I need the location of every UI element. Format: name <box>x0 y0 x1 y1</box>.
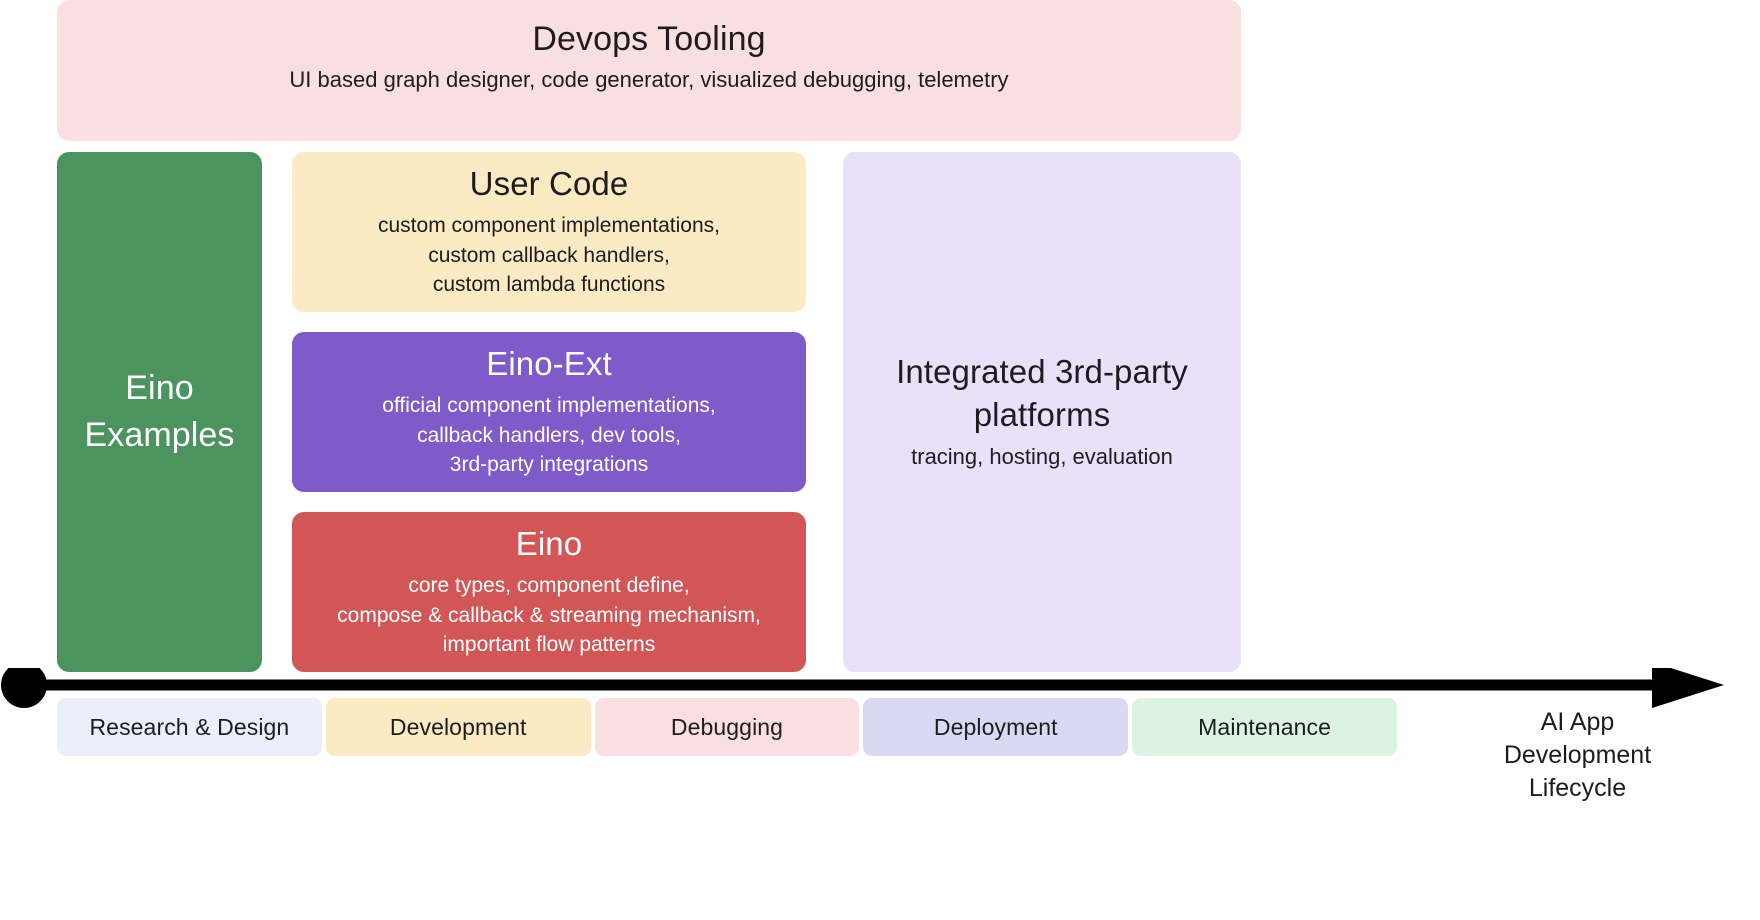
eino-ext-subtitle: official component implementations, call… <box>382 393 716 477</box>
integrated-platforms-subtitle: tracing, hosting, evaluation <box>911 444 1173 470</box>
integrated-platforms-title: Integrated 3rd-party platforms <box>896 353 1188 434</box>
lifecycle-stage-label: Development <box>389 713 527 740</box>
eino-examples-title: Eino Examples <box>84 369 235 454</box>
eino-ext-box: Eino-Ext official component implementati… <box>292 332 806 492</box>
eino-box: Eino core types, component define, compo… <box>292 512 806 672</box>
axis-arrowhead <box>1652 668 1724 708</box>
lifecycle-stage-label: Deployment <box>933 713 1058 740</box>
eino-examples-box: Eino Examples <box>57 152 262 672</box>
lifecycle-stage-label: Maintenance <box>1198 713 1331 740</box>
axis-caption: AI App Development Lifecycle <box>1503 708 1652 802</box>
lifecycle-stage-research-design[interactable]: Research & Design <box>57 698 322 756</box>
devops-tooling-box: Devops Tooling UI based graph designer, … <box>57 0 1241 141</box>
user-code-subtitle: custom component implementations, custom… <box>378 213 720 297</box>
lifecycle-stage-label: Debugging <box>670 713 784 740</box>
user-code-box: User Code custom component implementatio… <box>292 152 806 312</box>
eino-title: Eino <box>515 524 583 562</box>
user-code-title: User Code <box>469 164 629 202</box>
lifecycle-stage-label: Research & Design <box>89 713 290 740</box>
lifecycle-stage-debugging[interactable]: Debugging <box>594 698 860 756</box>
eino-ext-title: Eino-Ext <box>486 344 612 382</box>
lifecycle-stage-maintenance[interactable]: Maintenance <box>1132 698 1397 756</box>
integrated-platforms-box: Integrated 3rd-party platforms tracing, … <box>843 152 1241 672</box>
axis-start-dot <box>1 668 47 708</box>
lifecycle-stage-deployment[interactable]: Deployment <box>863 698 1129 756</box>
eino-subtitle: core types, component define, compose & … <box>337 573 761 657</box>
devops-tooling-title: Devops Tooling <box>532 20 766 58</box>
devops-tooling-subtitle: UI based graph designer, code generator,… <box>289 67 1009 93</box>
lifecycle-stage-list: Research & Design Development Debugging … <box>57 698 1397 756</box>
lifecycle-stage-development[interactable]: Development <box>325 698 591 756</box>
